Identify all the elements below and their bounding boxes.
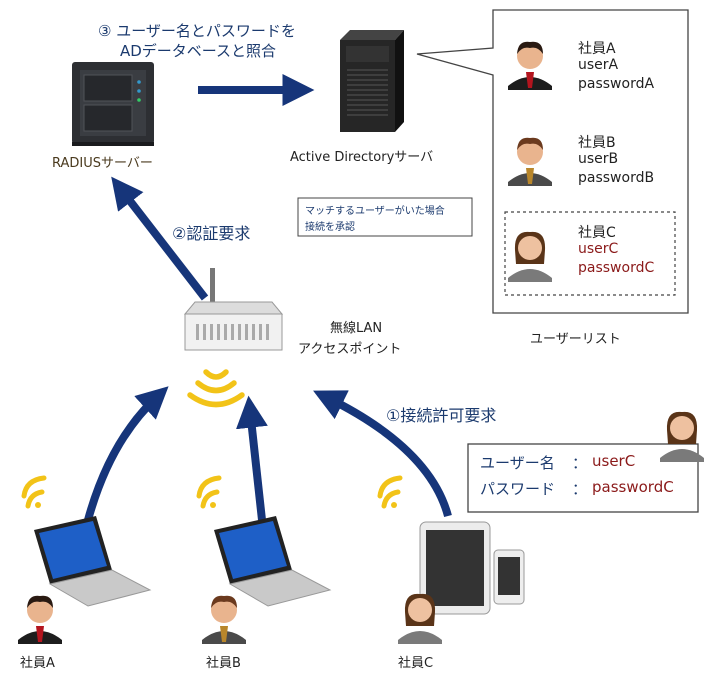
cred-pass-label: パスワード [480,480,556,498]
step3-line1: ③ ユーザー名とパスワードを [98,22,296,40]
matched-user-highlight [504,211,676,296]
wifi-signal-icon [377,475,403,509]
tablet-icon [419,521,491,615]
access-point-label-2: アクセスポイント [298,342,402,357]
bottom-label-b: 社員B [206,656,241,671]
user-list-title: ユーザーリスト [530,332,621,347]
wifi-signal-icon [187,369,245,408]
arrow-ap-to-radius [111,176,209,301]
businesswoman-icon [660,411,704,462]
user-a-name: 社員A [578,41,616,57]
credentials-box [467,443,699,513]
arrow-laptopB-to-ap [236,395,268,521]
smartphone-icon [493,549,525,605]
businesswoman-icon [398,593,442,644]
wireless-router-icon [183,268,284,351]
callout-line2: 接続を承認 [305,222,355,233]
ad-server-label: Active Directoryサーバ [290,150,434,165]
access-point-label-1: 無線LAN [330,321,383,336]
businessman-icon [508,137,552,186]
step1-label: ①接続許可要求 [386,406,497,425]
step2-label: ②認証要求 [172,224,251,243]
cred-user-sep: ： [572,454,588,472]
cred-user-label: ユーザー名 [480,454,555,472]
user-list-bubble [416,9,689,314]
user-a-id: userA [578,57,619,73]
user-b-pass: passwordB [578,170,655,186]
user-c-id: userC [578,241,619,257]
user-b-id: userB [578,151,619,167]
cred-pass-sep: ： [572,480,588,498]
wifi-signal-icon [196,475,222,509]
laptop-icon [214,516,332,607]
businessman-icon [18,595,62,644]
arrow-tablet-to-ap [313,390,452,518]
radius-server-label: RADIUSサーバー [52,156,153,171]
user-b-name: 社員B [578,135,616,151]
nas-server-icon [72,62,154,146]
businessman-icon [508,41,552,90]
arrow-laptopA-to-ap [84,386,169,522]
callout-box [297,197,473,237]
bottom-label-a: 社員A [20,656,55,671]
bottom-label-c: 社員C [398,656,434,671]
tower-server-icon [340,30,404,132]
user-c-pass: passwordC [578,260,655,276]
user-a-pass: passwordA [578,76,655,92]
laptop-icon [34,516,152,607]
cred-pass-value: passwordC [592,478,674,496]
user-c-name: 社員C [578,225,616,241]
wifi-signal-icon [21,475,47,509]
businesswoman-icon [508,231,552,282]
step3-line2: ADデータベースと照合 [120,42,277,60]
cred-user-value: userC [592,452,636,470]
businessman-icon [202,595,246,644]
callout-line1: マッチするユーザーがいた場合 [305,206,445,217]
